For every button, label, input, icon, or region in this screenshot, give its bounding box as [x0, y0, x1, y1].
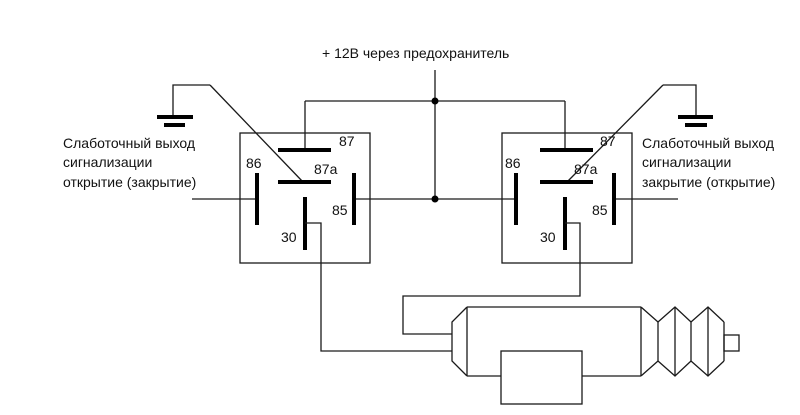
right-relay: 87 86 87a 85 30 [501, 101, 633, 264]
actuator-rod [723, 334, 740, 352]
svg-text:закрытие (открытие): закрытие (открытие) [642, 174, 775, 190]
svg-text:сигнализации: сигнализации [63, 154, 152, 170]
pin-label-86: 86 [505, 155, 521, 171]
svg-text:Слаботочный выход: Слаботочный выход [642, 135, 774, 151]
power-label: + 12В через предохранитель [322, 45, 509, 61]
left-relay: 87 86 87a 85 30 [239, 101, 371, 264]
svg-text:сигнализации: сигнализации [642, 154, 731, 170]
left-signal-label: Слаботочный выход сигнализации открытие … [63, 135, 196, 190]
pin-label-30: 30 [281, 229, 297, 245]
actuator-end-cap [451, 306, 468, 377]
pin-label-85: 85 [332, 202, 348, 218]
pin-label-87a: 87a [574, 161, 598, 177]
pin-label-87a: 87a [314, 161, 338, 177]
actuator-motor [500, 350, 583, 405]
relay-housing [501, 132, 633, 264]
pin-label-85: 85 [592, 202, 608, 218]
power-bus [305, 70, 565, 203]
svg-text:Слаботочный выход: Слаботочный выход [63, 135, 195, 151]
door-lock-actuator [451, 306, 740, 405]
pin-label-30: 30 [540, 229, 556, 245]
actuator-bellows [640, 306, 725, 377]
svg-text:открытие (закрытие): открытие (закрытие) [63, 174, 196, 190]
left-relay-30-to-actuator-wire [305, 222, 452, 352]
pin-label-87: 87 [339, 133, 355, 149]
junction-top [431, 97, 439, 105]
right-signal-label: Слаботочный выход сигнализации закрытие … [642, 135, 775, 190]
pin-label-86: 86 [246, 155, 262, 171]
right-relay-30-to-actuator-wire [402, 222, 581, 335]
pin-label-87: 87 [600, 133, 616, 149]
junction-coil [431, 195, 439, 203]
